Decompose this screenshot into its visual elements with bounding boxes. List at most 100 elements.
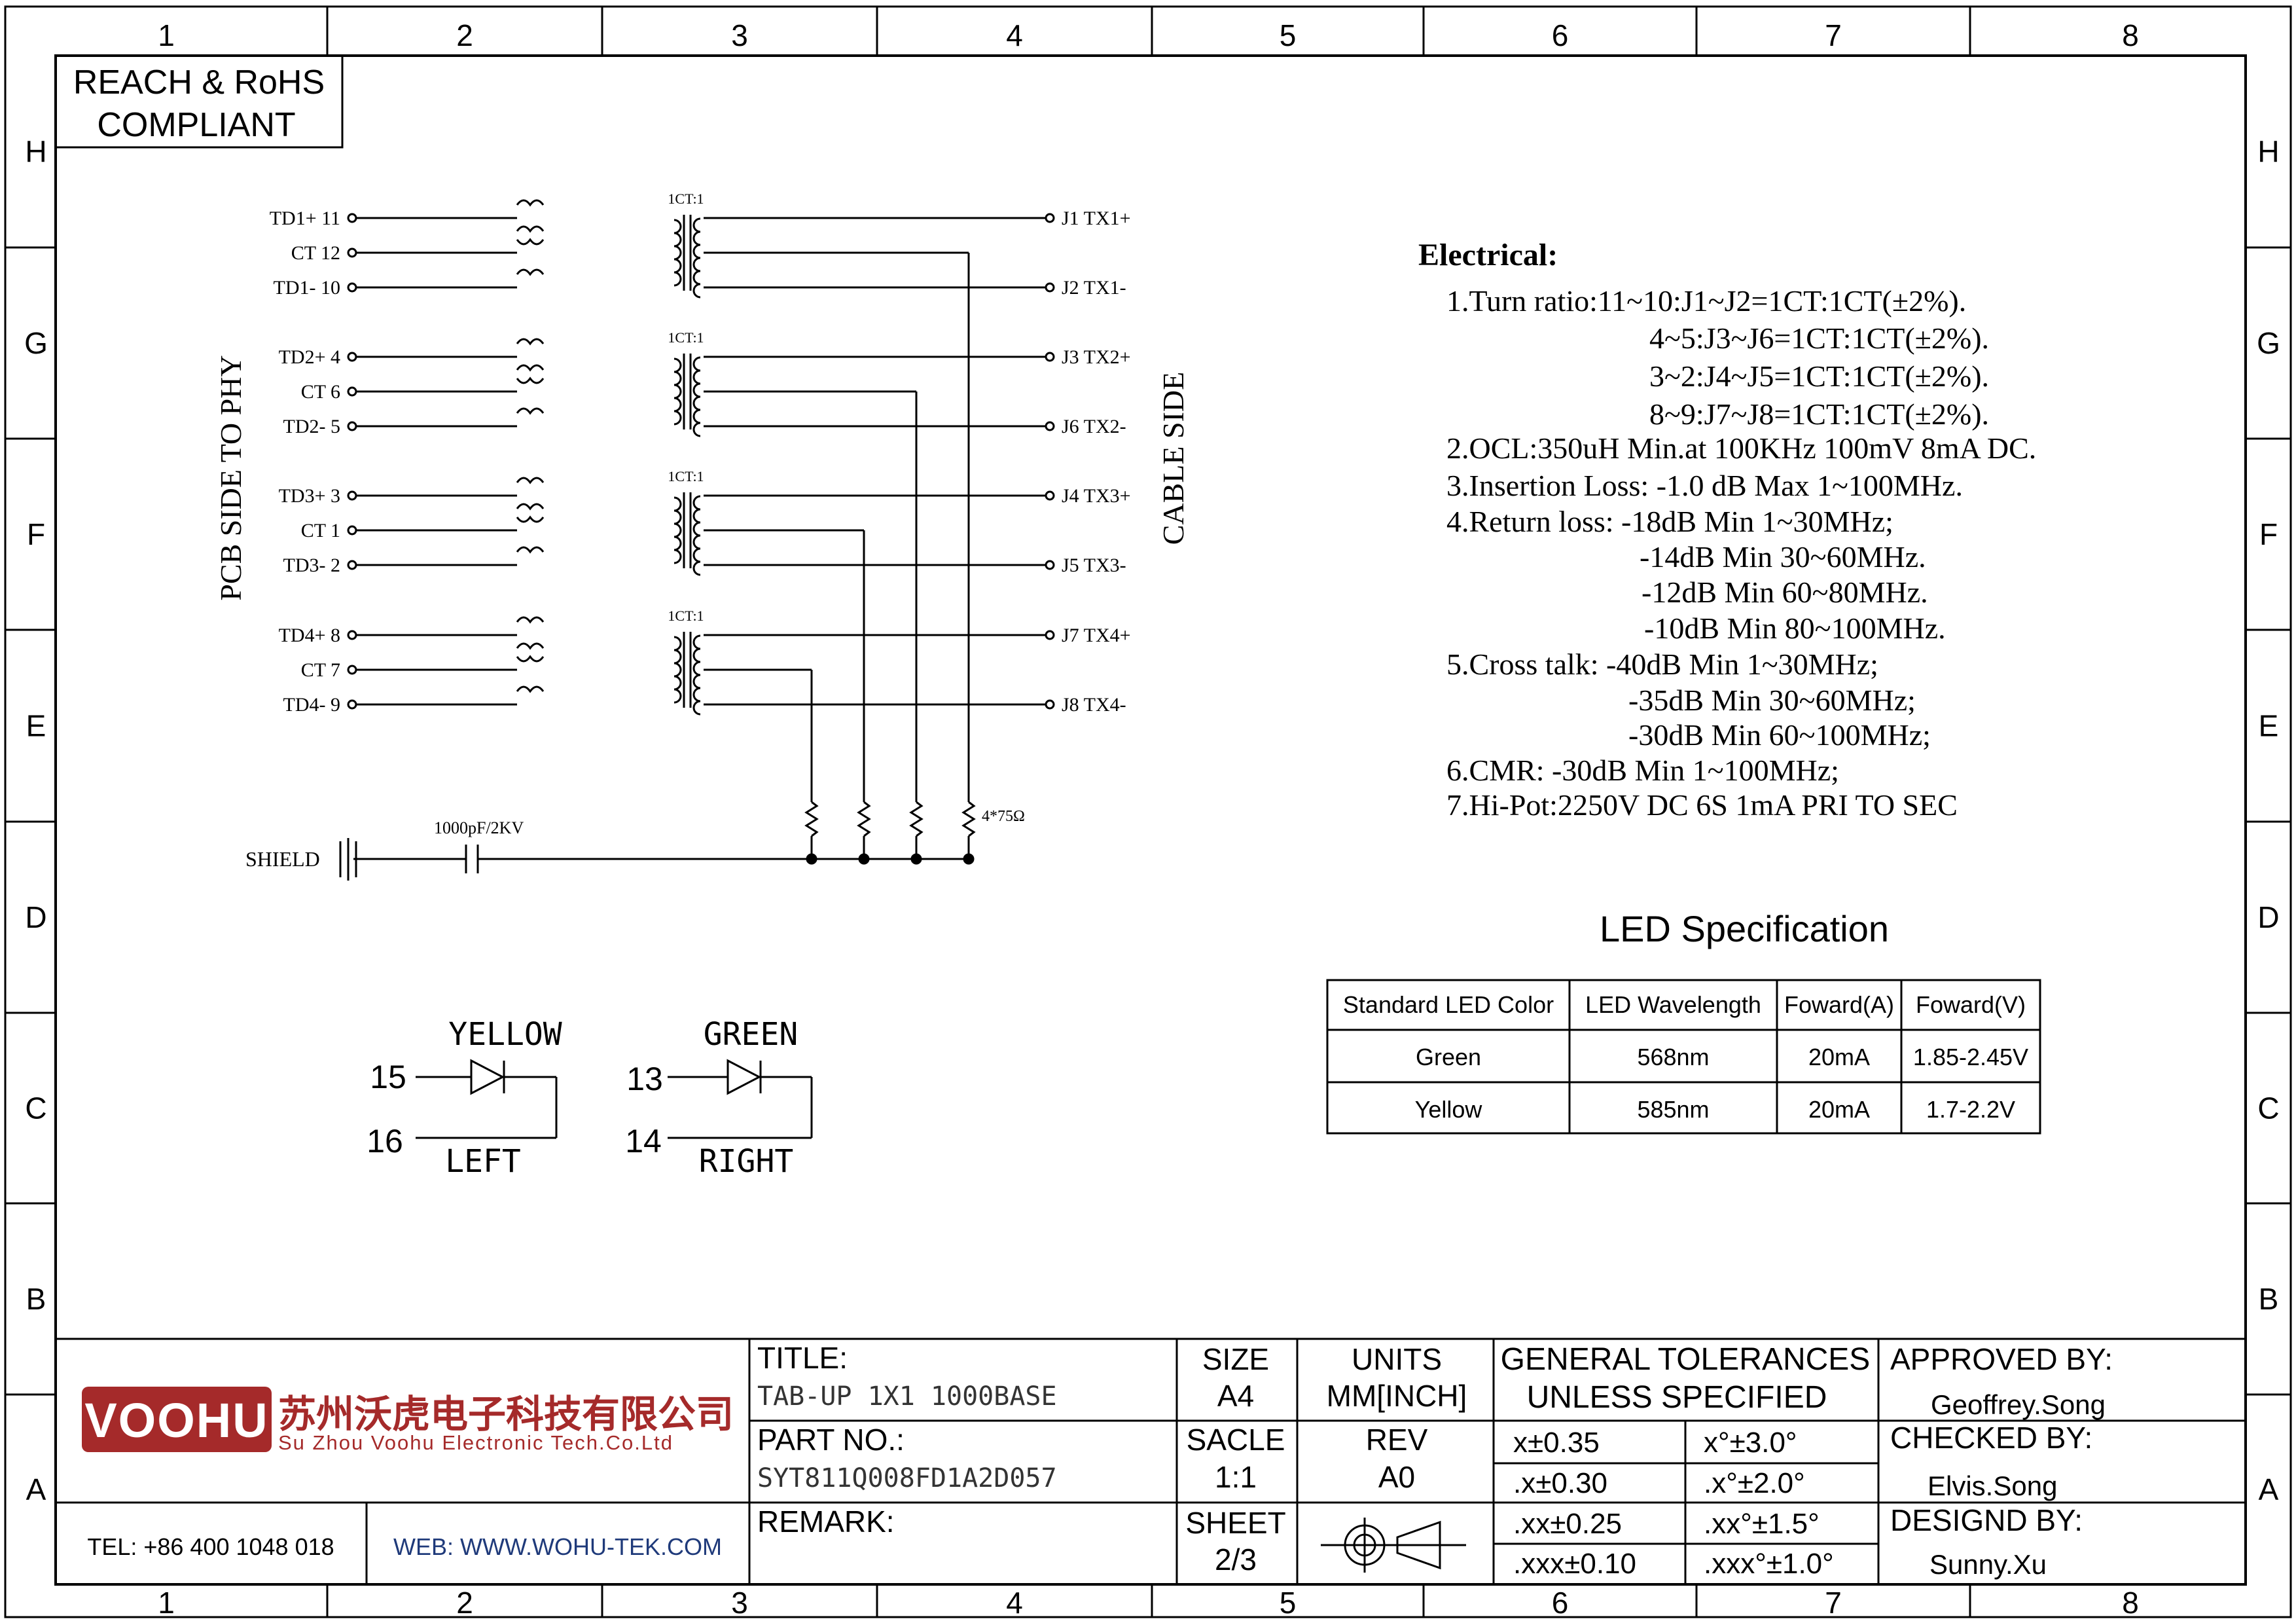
zone-column-label: 4 — [1006, 18, 1023, 52]
led-table-header: Foward(A) — [1784, 991, 1894, 1018]
resistor — [909, 801, 924, 837]
output-terminal — [1045, 421, 1055, 431]
units-value: MM[INCH] — [1327, 1379, 1467, 1413]
pin-label: CT 7 — [301, 659, 340, 681]
output-label: J3 TX2+ — [1062, 346, 1131, 368]
led-spec-title: LED Specification — [1600, 908, 1889, 949]
shield-label: SHIELD — [245, 847, 320, 871]
led-yellow-pin-a: 15 — [370, 1059, 406, 1095]
zone-column-label: 6 — [1552, 18, 1569, 52]
cable-side-label: CABLE SIDE — [1157, 372, 1190, 545]
led-table-cell: 585nm — [1637, 1096, 1709, 1123]
led-table-cell: 1.85-2.45V — [1913, 1044, 2028, 1070]
choke-coil — [516, 225, 545, 233]
zone-row-label: A — [26, 1472, 46, 1506]
zone-row-label: D — [2257, 900, 2279, 934]
zone-row-label: C — [25, 1091, 46, 1125]
sheet-label: SHEET — [1185, 1506, 1285, 1540]
electrical-line: -14dB Min 30~60MHz. — [1640, 540, 1926, 574]
electrical-line: 6.CMR: -30dB Min 1~100MHz; — [1446, 754, 1839, 787]
zone-column-label: 7 — [1825, 18, 1842, 52]
primary-coil — [673, 496, 682, 564]
choke-coil — [516, 477, 545, 554]
inner-frame — [54, 54, 2247, 1586]
zone-column-label: 5 — [1280, 1586, 1297, 1620]
electrical-line: 4~5:J3~J6=1CT:1CT(±2%). — [1649, 321, 1989, 355]
pin-terminal — [347, 665, 357, 675]
zone-column-label: 3 — [731, 18, 748, 52]
pin-label: CT 12 — [291, 242, 340, 264]
led-green-pin-a: 13 — [626, 1061, 663, 1097]
ratio-label: 1CT:1 — [668, 191, 704, 207]
pin-terminal — [347, 213, 357, 223]
led-yellow-pin-b: 16 — [367, 1123, 403, 1159]
zone-column-label: 2 — [456, 18, 473, 52]
pin-label: TD1+ 11 — [270, 208, 340, 229]
units-label: UNITS — [1352, 1342, 1442, 1376]
zone-row-label: B — [26, 1282, 46, 1316]
output-label: J4 TX3+ — [1062, 485, 1131, 507]
zone-column-label: 2 — [456, 1586, 473, 1620]
electrical-line: 8~9:J7~J8=1CT:1CT(±2%). — [1649, 397, 1989, 431]
pin-label: TD4+ 8 — [279, 625, 340, 646]
led-table-cell: Green — [1416, 1044, 1481, 1070]
pin-terminal — [347, 282, 357, 293]
designed-value: Sunny.Xu — [1929, 1549, 2047, 1580]
zone-column-label: 1 — [158, 18, 175, 52]
title-block — [56, 1338, 2246, 1584]
ratio-label: 1CT:1 — [668, 608, 704, 624]
remark-label: REMARK: — [757, 1504, 895, 1539]
electrical-line: 3.Insertion Loss: -1.0 dB Max 1~100MHz. — [1446, 469, 1963, 502]
zone-row-label: D — [25, 900, 46, 934]
output-label: J5 TX3- — [1062, 555, 1126, 576]
title-label: TITLE: — [757, 1341, 848, 1375]
secondary-coil — [692, 356, 701, 437]
secondary-coil — [692, 217, 701, 299]
pin-label: TD4- 9 — [283, 694, 340, 716]
pin-label: CT 1 — [301, 520, 340, 541]
electrical-line: 7.Hi-Pot:2250V DC 6S 1mA PRI TO SEC — [1446, 788, 1958, 822]
led-yellow-side: LEFT — [445, 1143, 521, 1180]
approved-value: Geoffrey.Song — [1931, 1389, 2106, 1420]
led-table-cell: 20mA — [1808, 1096, 1870, 1123]
title-value: TAB-UP 1X1 1000BASE — [757, 1381, 1057, 1412]
pin-label: TD3- 2 — [283, 555, 340, 576]
rev-label: REV — [1366, 1423, 1428, 1457]
led-green-pin-b: 14 — [625, 1123, 662, 1159]
choke-coil — [516, 642, 545, 650]
output-label: J1 TX1+ — [1062, 208, 1131, 229]
pin-terminal — [347, 386, 357, 397]
compliance-box: REACH & RoHS COMPLIANT — [54, 54, 344, 149]
led-table-cell: Yellow — [1415, 1096, 1483, 1123]
zone-row-label: G — [24, 326, 48, 360]
pin-terminal — [347, 525, 357, 536]
pin-label: TD2- 5 — [283, 416, 340, 437]
led-yellow-color: YELLOW — [448, 1016, 562, 1053]
output-terminal — [1045, 699, 1055, 710]
pin-terminal — [347, 490, 357, 501]
web-link[interactable]: WEB: WWW.WOHU-TEK.COM — [393, 1533, 722, 1560]
sheet-value: 2/3 — [1215, 1542, 1257, 1577]
tolerance-linear: x±0.35 — [1513, 1427, 1600, 1459]
pin-terminal — [347, 421, 357, 431]
zone-column-label: 7 — [1825, 1586, 1842, 1620]
tolerance-title-1: GENERAL TOLERANCES — [1501, 1342, 1871, 1377]
pin-terminal — [347, 352, 357, 362]
checked-value: Elvis.Song — [1928, 1470, 2057, 1501]
ratio-label: 1CT:1 — [668, 468, 704, 484]
tolerance-angular: .xx°±1.5° — [1704, 1508, 1820, 1540]
electrical-line: 1.Turn ratio:11~10:J1~J2=1CT:1CT(±2%). — [1446, 284, 1966, 318]
scale-value: 1:1 — [1215, 1460, 1257, 1494]
led-table-header: Foward(V) — [1916, 991, 2026, 1018]
compliance-line1: REACH & RoHS — [73, 64, 325, 101]
resistor-label: 4*75Ω — [982, 808, 1025, 825]
tolerance-linear: .xxx±0.10 — [1513, 1548, 1636, 1580]
tolerance-title-2: UNLESS SPECIFIED — [1527, 1380, 1827, 1415]
led-table-header: Standard LED Color — [1343, 991, 1554, 1018]
electrical-line: -35dB Min 30~60MHz; — [1628, 684, 1916, 717]
size-label: SIZE — [1202, 1342, 1269, 1376]
output-terminal — [1045, 213, 1055, 223]
tolerance-linear: .x±0.30 — [1513, 1467, 1607, 1499]
